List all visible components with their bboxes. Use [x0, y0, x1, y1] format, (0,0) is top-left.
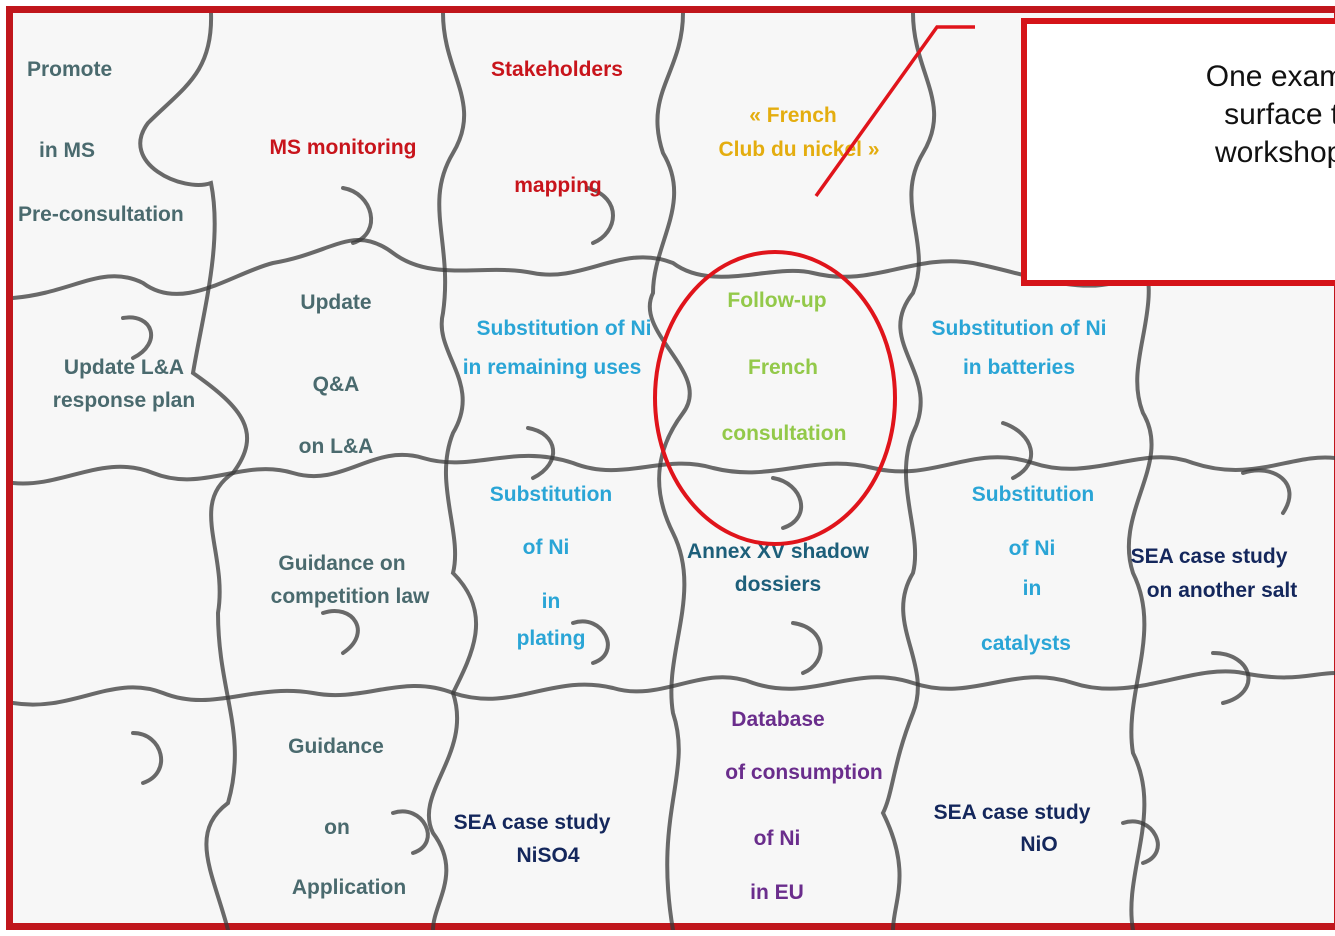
piece-label-substitution-plating-line4: plating	[516, 627, 586, 650]
piece-label-substitution-remaining-line1: Substitution of Ni	[476, 317, 652, 340]
piece-label-follow-up: Follow-up	[727, 289, 827, 312]
piece-label-substitution-plating-line2: of Ni	[522, 536, 570, 559]
piece-label-substitution-catalysts-line2: of Ni	[1008, 537, 1056, 560]
callout-box: One example surface tre workshop in	[1021, 18, 1335, 286]
piece-label-substitution-plating-line1: Substitution	[489, 483, 613, 506]
piece-label-sea-nio-line2: NiO	[1020, 833, 1058, 856]
puzzle-seam	[13, 669, 1335, 707]
callout-line-1: One example	[1205, 60, 1335, 93]
puzzle-knob	[791, 621, 823, 675]
piece-label-guidance-competition-line1: Guidance on	[278, 552, 406, 575]
piece-label-substitution-batteries-line1: Substitution of Ni	[931, 317, 1107, 340]
puzzle-knob	[341, 186, 373, 245]
puzzle-seam	[1126, 251, 1154, 930]
piece-label-update-la: Update L&A	[63, 356, 185, 379]
puzzle-knob	[131, 731, 163, 785]
piece-label-guidance: Guidance	[288, 735, 384, 758]
piece-label-french-club-line2: Club du nickel »	[718, 138, 880, 161]
puzzle-seam	[880, 13, 937, 930]
piece-label-annex-xv-line1: Annex XV shadow	[686, 540, 870, 563]
piece-label-ms-monitoring: MS monitoring	[269, 136, 417, 159]
puzzle-seam	[426, 13, 478, 930]
piece-label-stakeholders: Stakeholders	[491, 58, 623, 81]
puzzle-knob	[1211, 651, 1251, 705]
piece-label-update: Update	[300, 291, 372, 314]
piece-label-mapping: mapping	[514, 174, 602, 197]
piece-label-application: Application	[291, 876, 407, 899]
piece-label-database-line2: of consumption	[725, 761, 883, 784]
puzzle-knob	[526, 426, 555, 480]
puzzle-knob	[391, 809, 430, 855]
piece-label-promote: Promote	[27, 58, 113, 81]
puzzle-seam	[647, 13, 692, 930]
puzzle-seam	[13, 238, 1115, 300]
puzzle-seam	[13, 452, 1335, 486]
piece-label-database-line1: Database	[731, 708, 825, 731]
piece-label-substitution-plating-line3: in	[541, 590, 561, 613]
puzzle-knob	[1241, 468, 1292, 515]
piece-label-sea-salt-line2: on another salt	[1146, 579, 1298, 602]
puzzle-grid	[13, 13, 1335, 930]
puzzle-knob	[321, 609, 360, 655]
piece-label-consultation: consultation	[721, 422, 847, 445]
piece-label-database-line4: in EU	[750, 881, 804, 904]
puzzle-knob	[571, 619, 610, 665]
piece-label-substitution-catalysts-line4: catalysts	[981, 632, 1071, 655]
callout-line-2: surface tre	[1224, 98, 1335, 131]
callout-pointer-line	[814, 25, 975, 198]
highlight-ellipse	[653, 250, 897, 546]
piece-label-substitution-catalysts-line3: in	[1022, 577, 1042, 600]
puzzle-knob	[121, 315, 154, 360]
piece-label-on: on	[324, 816, 350, 839]
piece-label-database-line3: of Ni	[753, 827, 801, 850]
piece-label-sea-salt-line1: SEA case study	[1130, 545, 1288, 568]
puzzle-knob	[1001, 421, 1034, 480]
piece-label-substitution-batteries-line2: in batteries	[962, 356, 1076, 379]
piece-label-guidance-competition-line2: competition law	[270, 585, 430, 608]
puzzle-knob	[1121, 819, 1160, 865]
piece-label-sea-nio-line1: SEA case study	[933, 801, 1091, 824]
piece-label-on-la: on L&A	[298, 435, 374, 458]
piece-label-french-club-line1: « French	[749, 104, 837, 127]
piece-label-sea-niso4-line2: NiSO4	[516, 844, 580, 867]
puzzle-knob	[771, 476, 804, 530]
piece-label-annex-xv-line2: dossiers	[734, 573, 822, 596]
piece-label-french: French	[747, 356, 819, 379]
piece-label-substitution-remaining-line2: in remaining uses	[462, 356, 642, 379]
callout-line-3: workshop in	[1214, 136, 1335, 169]
piece-label-response-plan: response plan	[52, 389, 196, 412]
puzzle-knob	[586, 186, 615, 245]
callout-text: One example surface tre workshop in	[1035, 58, 1335, 172]
piece-label-in-ms: in MS	[39, 139, 95, 162]
piece-label-substitution-catalysts-line1: Substitution	[971, 483, 1095, 506]
piece-label-qa: Q&A	[312, 373, 360, 396]
piece-label-pre-consultation: Pre-consultation	[18, 203, 184, 226]
puzzle-seam	[138, 13, 250, 930]
piece-label-sea-niso4-line1: SEA case study	[453, 811, 611, 834]
